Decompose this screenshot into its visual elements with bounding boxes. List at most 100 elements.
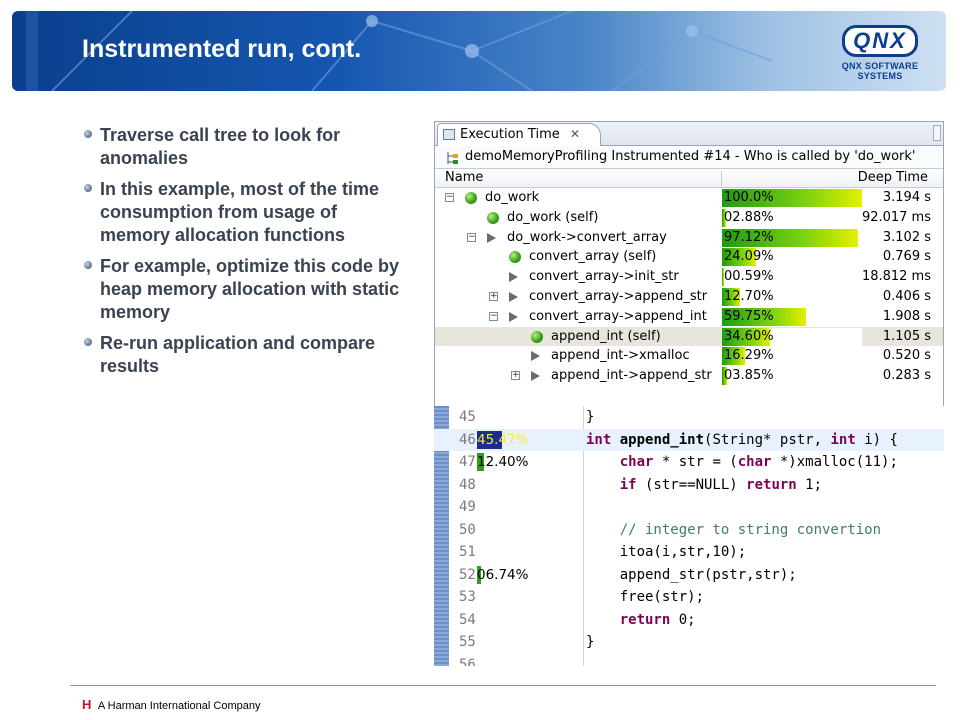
code-text: if (str==NULL) return 1; — [619, 476, 823, 493]
code-line[interactable]: 49 — [434, 496, 944, 519]
percent-cell: 02.88% — [722, 208, 862, 227]
view-description-text: demoMemoryProfiling Instrumented #14 - W… — [465, 149, 916, 164]
bullet-text: Traverse call tree to look for anomalies — [100, 125, 341, 168]
column-header: Name Deep Time — [435, 169, 943, 188]
function-node-icon — [509, 251, 521, 264]
function-node-icon — [487, 211, 499, 224]
percent-value: 12.70% — [724, 288, 774, 304]
deep-time-value: 0.520 s — [882, 348, 931, 364]
tree-row-name: append_int (self) — [551, 328, 661, 344]
percent-value: 03.85% — [724, 368, 774, 384]
code-line[interactable]: 54 return 0; — [434, 609, 944, 632]
tree-row[interactable]: append_int->xmalloc 16.29% 0.520 s — [435, 346, 943, 366]
tree-row[interactable]: + append_int->append_str 03.85% 0.283 s — [435, 366, 943, 386]
line-percent-value: 45.47% — [477, 431, 529, 448]
percent-cell: 59.75% — [722, 307, 862, 326]
close-icon[interactable]: ✕ — [570, 127, 581, 141]
column-deep-time-header[interactable]: Deep Time — [857, 170, 928, 185]
tab-execution-time[interactable]: Execution Time ✕ — [437, 123, 601, 146]
deep-time-value: 1.908 s — [882, 308, 931, 324]
view-tab-bar: Execution Time ✕ — [435, 122, 943, 146]
line-percent-value: 06.74% — [477, 566, 529, 583]
bullet-dot-icon — [84, 184, 92, 192]
tree-row-name: append_int->xmalloc — [551, 348, 690, 364]
line-number: 53 — [459, 589, 476, 605]
percent-cell: 03.85% — [722, 367, 862, 386]
execution-time-view: Execution Time ✕ demoMemoryProfiling Ins… — [434, 121, 944, 426]
code-text: free(str); — [586, 589, 705, 605]
percent-value: 34.60% — [724, 328, 774, 344]
function-node-icon — [531, 330, 543, 343]
tree-row[interactable]: do_work (self)02.88%92.017 ms — [435, 208, 943, 228]
view-menu-icon[interactable] — [933, 125, 941, 141]
deep-time-value: 3.194 s — [882, 190, 931, 205]
line-percent-annotation: 12.40% — [477, 453, 528, 471]
code-line[interactable]: 51 itoa(i,str,10); — [434, 541, 944, 564]
code-line[interactable]: 55} — [434, 631, 944, 654]
footer-divider — [70, 685, 936, 686]
code-text: // integer to string convertion — [619, 521, 882, 538]
deep-time-value: 18.812 ms — [861, 269, 931, 285]
bullet-text: For example, optimize this code by heap … — [100, 256, 400, 322]
code-line[interactable]: 48 if (str==NULL) return 1; — [434, 474, 944, 497]
code-line[interactable]: 53 free(str); — [434, 586, 944, 609]
percent-value: 100.0% — [724, 190, 774, 205]
call-arrow-icon — [531, 371, 540, 382]
bullet-text: In this example, most of the time consum… — [100, 179, 380, 245]
bullet-dot-icon — [84, 130, 92, 138]
expand-icon[interactable]: + — [511, 370, 520, 381]
code-text: itoa(i,str,10); — [586, 544, 747, 560]
code-line[interactable]: 56 — [434, 654, 944, 667]
bullet-dot-icon — [84, 261, 92, 269]
collapse-icon[interactable]: − — [445, 192, 454, 202]
line-number: 52 — [459, 566, 476, 583]
line-number: 45 — [459, 409, 476, 425]
code-line[interactable]: 50 // integer to string convertion — [434, 519, 944, 542]
tree-row[interactable]: − do_work 100.0% 3.194 s — [435, 188, 943, 208]
footer: H A Harman International Company — [82, 697, 261, 712]
editor-annotation-ruler[interactable] — [434, 406, 449, 666]
column-name-header[interactable]: Name — [445, 170, 484, 185]
percent-bar — [722, 307, 806, 326]
tree-row-name: do_work — [485, 190, 540, 205]
call-arrow-icon — [509, 291, 518, 302]
tree-row-name: do_work (self) — [507, 209, 599, 225]
column-separator[interactable] — [721, 171, 722, 186]
percent-cell: 00.59% — [722, 268, 862, 287]
percent-cell: 16.29% — [722, 347, 862, 366]
line-percent-value: 12.40% — [477, 454, 529, 470]
bullet-item: For example, optimize this code by heap … — [82, 255, 412, 324]
qnx-logo-mark: QNX — [842, 25, 918, 57]
code-text: append_str(pstr,str); — [586, 566, 797, 583]
bullet-list: Traverse call tree to look for anomalies… — [82, 124, 412, 386]
tree-row[interactable]: convert_array (self)24.09%0.769 s — [435, 247, 943, 267]
percent-cell: 34.60% — [722, 327, 862, 346]
tree-row-name: convert_array->append_str — [529, 288, 708, 304]
code-line[interactable]: 45} — [434, 406, 944, 429]
bullet-dot-icon — [84, 338, 92, 346]
tree-row-name: append_int->append_str — [551, 368, 712, 384]
slide-title: Instrumented run, cont. — [82, 35, 362, 63]
deep-time-value: 0.283 s — [882, 368, 931, 384]
collapse-icon[interactable]: − — [467, 231, 476, 242]
collapse-icon[interactable]: − — [489, 310, 498, 321]
view-description: demoMemoryProfiling Instrumented #14 - W… — [435, 146, 943, 169]
tree-row[interactable]: append_int (self)34.60%1.105 s — [435, 326, 943, 347]
percent-cell: 97.12% — [722, 228, 862, 247]
network-pattern-graphic — [26, 11, 773, 91]
percent-cell: 100.0% — [722, 189, 862, 207]
percent-cell: 24.09% — [722, 248, 862, 267]
call-tree: − do_work 100.0% 3.194 s do_work (self) 02.88… — [435, 188, 943, 386]
expand-icon[interactable]: + — [489, 290, 498, 301]
line-percent-annotation: 06.74% — [477, 565, 529, 584]
qnx-logo: QNX QNX SOFTWARE SYSTEMS — [828, 25, 932, 85]
percent-value: 16.29% — [724, 348, 774, 364]
